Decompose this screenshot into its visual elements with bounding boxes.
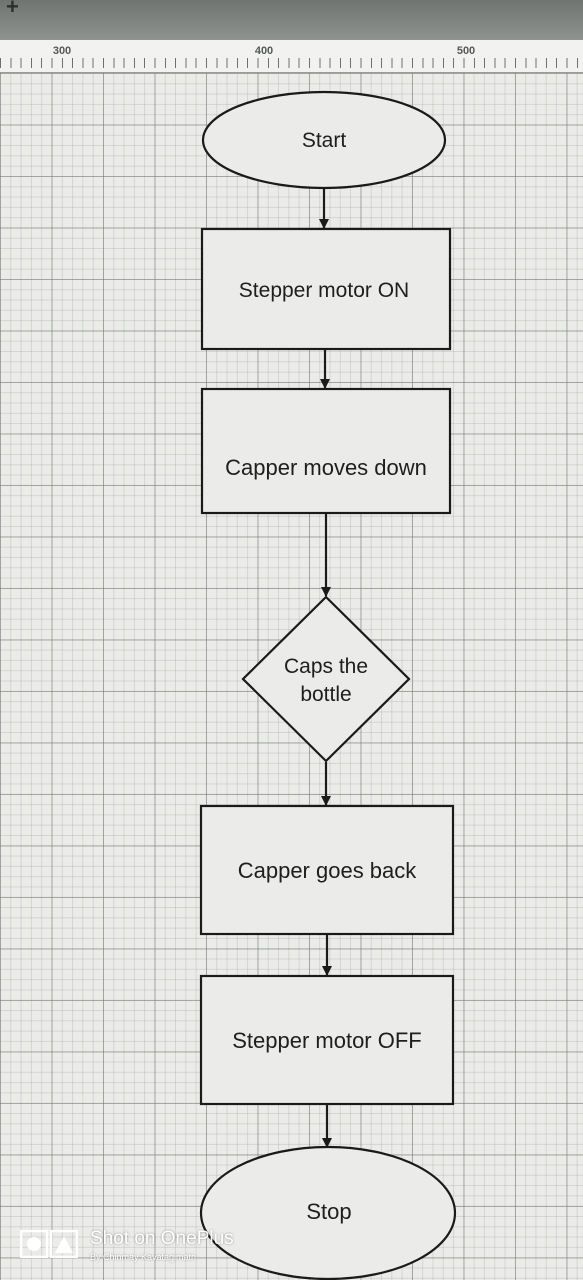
stop-label: Stop — [306, 1199, 351, 1224]
process-stepper-off[interactable] — [199, 974, 455, 1106]
watermark-title: Shot on OnePlus — [90, 1228, 234, 1249]
decision-label-line1: Caps the — [284, 655, 368, 678]
stop-terminal[interactable] — [199, 1145, 457, 1280]
start-terminal[interactable] — [201, 90, 447, 190]
process-capper-back[interactable] — [199, 804, 455, 936]
process-capper-back-label: Capper goes back — [238, 858, 418, 883]
process-stepper-off-label: Stepper motor OFF — [232, 1028, 422, 1053]
horizontal-ruler: 300 400 500 — [0, 40, 583, 73]
process-capper-down[interactable] — [200, 387, 452, 515]
decision-label-line2: bottle — [300, 683, 351, 706]
toolbar: + — [0, 0, 583, 40]
add-icon[interactable]: + — [6, 0, 19, 19]
process-stepper-on-label: Stepper motor ON — [239, 279, 409, 302]
camera-icon — [20, 1230, 78, 1258]
ruler-tick-300: 300 — [52, 45, 72, 57]
process-capper-down-label: Capper moves down — [225, 455, 427, 480]
watermark-subtitle: By Chinmay Kavatagimath — [90, 1252, 197, 1262]
ruler-tick-500: 500 — [456, 45, 476, 57]
process-stepper-on[interactable] — [200, 227, 452, 351]
decision-caps-bottle[interactable] — [241, 595, 411, 763]
start-label: Start — [302, 129, 347, 152]
ruler-tick-400: 400 — [254, 45, 274, 57]
